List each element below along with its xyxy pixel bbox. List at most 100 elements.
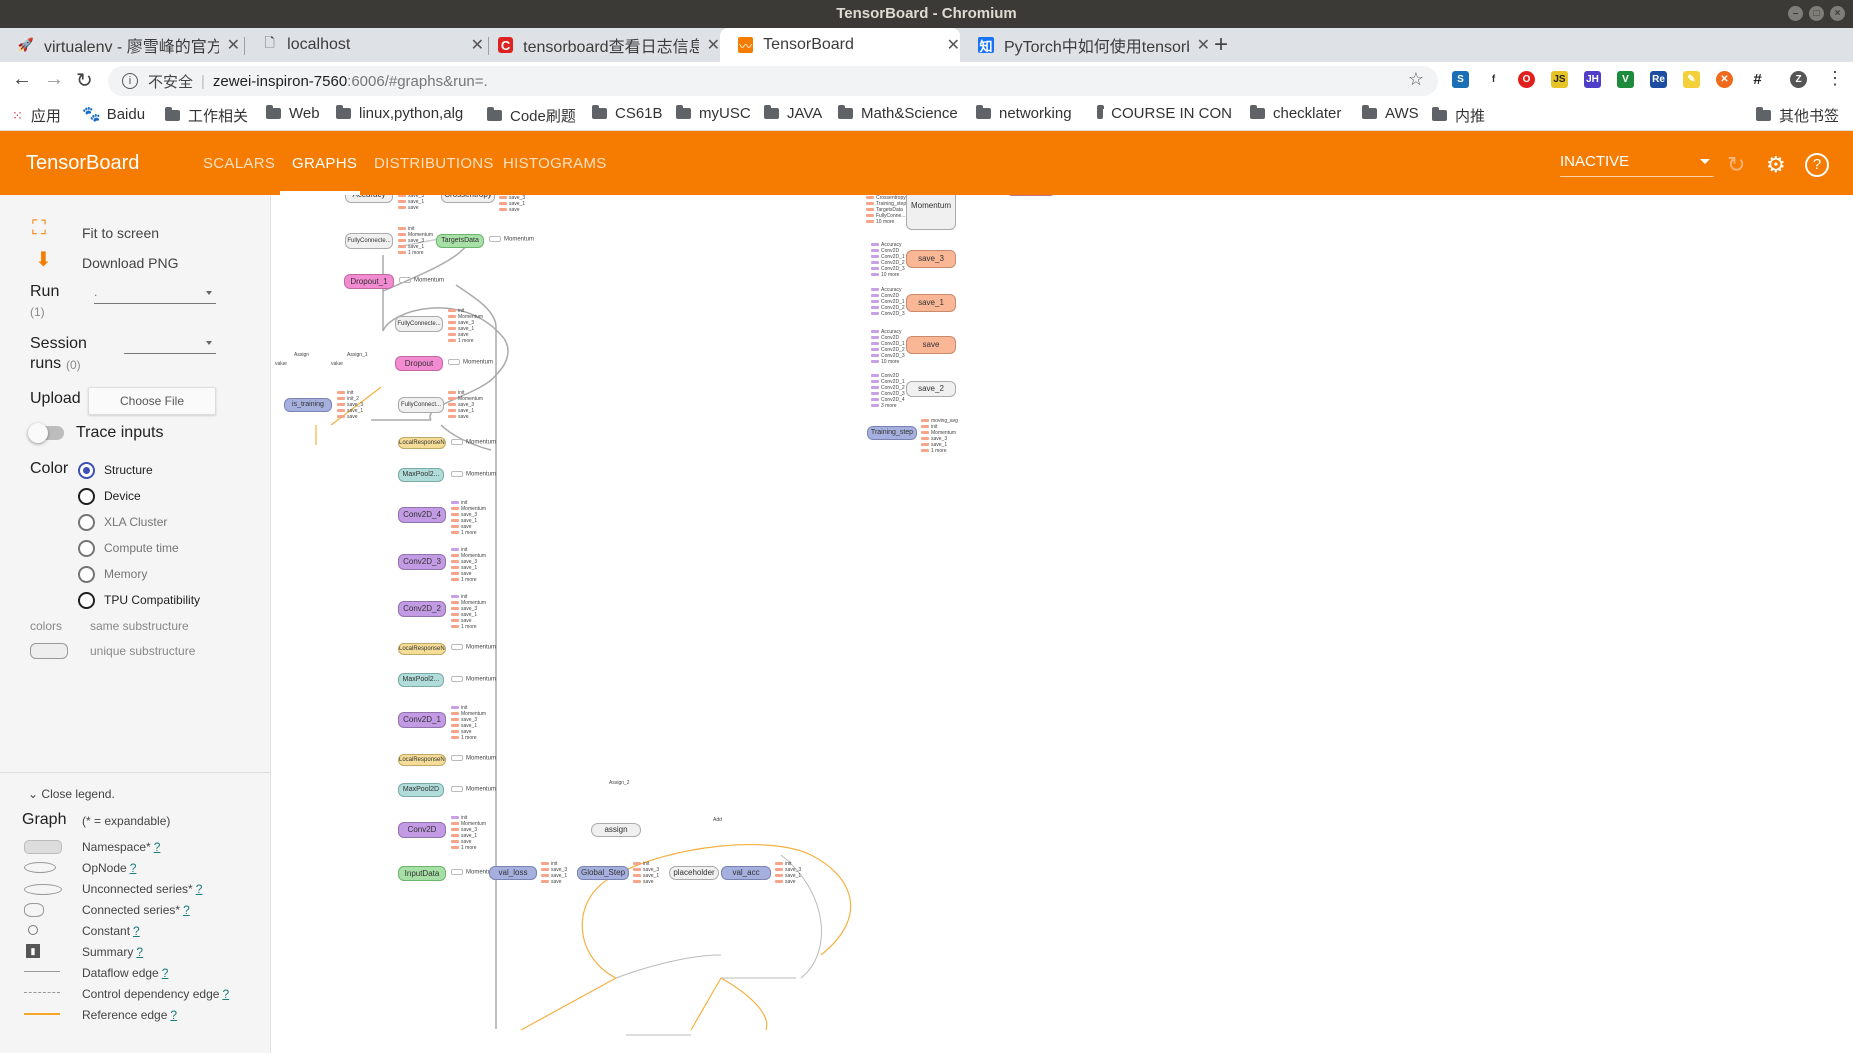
graph-node-conv4[interactable]: Conv2D_4	[398, 507, 446, 523]
graph-node-val-acc[interactable]: val_acc	[721, 866, 771, 880]
download-png-button[interactable]: Download PNG	[82, 255, 179, 271]
extension-icon[interactable]: S	[1452, 71, 1469, 88]
color-device-radio[interactable]	[78, 488, 95, 505]
legend-help-link[interactable]: ?	[170, 1008, 178, 1022]
choose-file-button[interactable]: Choose File	[88, 387, 216, 415]
graph-node-fc-bot[interactable]: FullyConnect...	[398, 397, 444, 413]
run-select[interactable]: .	[94, 285, 216, 304]
color-structure-radio[interactable]	[78, 462, 95, 479]
graph-node-save[interactable]: save	[906, 336, 956, 354]
graph-node-fc-mid[interactable]: FullyConnecte...	[395, 316, 443, 332]
new-tab-icon[interactable]: +	[1214, 31, 1229, 58]
bookmark-folder[interactable]: checklater	[1250, 105, 1341, 122]
reload-icon[interactable]: ↻	[76, 70, 93, 92]
pen-icon[interactable]: ✎	[1683, 71, 1700, 88]
bookmark-item[interactable]: 🐾 Baidu	[82, 105, 145, 124]
bookmark-folder[interactable]: 工作相关	[165, 105, 248, 126]
close-tab-icon[interactable]: ✕	[470, 37, 484, 54]
graph-node-input[interactable]: InputData	[398, 866, 446, 881]
v-icon[interactable]: V	[1617, 71, 1634, 88]
jh-icon[interactable]: JH	[1584, 71, 1601, 88]
reload-icon[interactable]: ↻	[1727, 152, 1746, 177]
grid-icon[interactable]: #	[1749, 71, 1766, 88]
graph-node-lrn[interactable]: LocalResponseN...	[398, 643, 446, 655]
gear-icon[interactable]: ⚙	[1766, 152, 1786, 177]
legend-help-link[interactable]: ?	[161, 966, 169, 980]
session-select[interactable]	[124, 335, 216, 354]
download-icon[interactable]: ⬇	[35, 249, 52, 271]
fit-to-screen-button[interactable]: Fit to screen	[82, 225, 160, 241]
graph-node-lrn[interactable]: LocalResponseN...	[398, 437, 446, 449]
block-icon[interactable]: ✕	[1716, 71, 1733, 88]
close-window-icon[interactable]: ×	[1830, 6, 1845, 21]
graph-node-crossentropy[interactable]: Crossentropy	[441, 195, 495, 203]
tab-scalars[interactable]: SCALARS	[203, 155, 276, 172]
graph-node-placeholder[interactable]: placeholder	[669, 866, 719, 880]
bookmark-star-icon[interactable]: ☆	[1407, 69, 1424, 89]
graph-node-value[interactable]: value	[275, 361, 287, 367]
graph-node-save2[interactable]: save_2	[906, 381, 956, 397]
graph-node-targets[interactable]: TargetsData	[436, 234, 484, 248]
address-bar[interactable]: i 不安全 | zewei-inspiron-7560:6006/#graphs…	[108, 66, 1438, 96]
graph-node-accuracy[interactable]: Accuracy	[345, 195, 393, 203]
graph-node-maxpool[interactable]: MaxPool2...	[398, 673, 444, 687]
graph-node-conv0[interactable]: Conv2D	[398, 822, 446, 838]
extension-icon[interactable]: f	[1485, 71, 1502, 88]
tab-histograms[interactable]: HISTOGRAMS	[503, 155, 607, 172]
graph-node-save1[interactable]: save_1	[906, 294, 956, 312]
legend-help-link[interactable]: ?	[136, 945, 144, 959]
maximize-icon[interactable]: □	[1809, 6, 1824, 21]
graph-node-momentum[interactable]: Momentum	[906, 195, 956, 230]
close-legend-button[interactable]: ⌄ Close legend.	[28, 787, 115, 801]
graph-node-conv1[interactable]: Conv2D_1	[398, 712, 446, 728]
graph-node-assign1[interactable]: Assign_1	[347, 352, 368, 358]
graph-node-moving-avg[interactable]: moving_avg	[1006, 195, 1056, 196]
trace-inputs-toggle[interactable]	[28, 423, 64, 443]
graph-node-save3[interactable]: save_3	[906, 250, 956, 268]
bookmark-folder[interactable]: networking	[976, 105, 1072, 122]
bookmark-folder[interactable]: JAVA	[764, 105, 822, 122]
tab-graphs[interactable]: GRAPHS	[292, 155, 358, 172]
legend-help-link[interactable]: ?	[129, 861, 137, 875]
graph-node-lrn[interactable]: LocalResponseN...	[398, 754, 446, 766]
graph-node-maxpool[interactable]: MaxPool2D	[398, 783, 444, 797]
graph-node-value[interactable]: value	[331, 361, 343, 367]
info-icon[interactable]: i	[122, 73, 138, 89]
legend-help-link[interactable]: ?	[183, 903, 190, 917]
bookmark-folder[interactable]: linux,python,alg	[336, 105, 463, 122]
profile-avatar[interactable]: Z	[1790, 71, 1807, 88]
color-tpu-radio[interactable]	[78, 592, 95, 609]
graph-node-dropout[interactable]: Dropout	[395, 356, 443, 371]
bookmark-folder[interactable]: CS61B	[592, 105, 663, 122]
graph-node-assign2[interactable]: Assign_2	[609, 780, 630, 786]
legend-help-link[interactable]: ?	[153, 840, 161, 854]
color-compute-radio[interactable]	[78, 540, 95, 557]
browser-tab[interactable]: 知 PyTorch中如何使用tensorboard ✕	[960, 28, 1210, 62]
graph-node-maxpool[interactable]: MaxPool2...	[398, 468, 444, 482]
menu-dots-icon[interactable]: ⋮	[1826, 68, 1844, 88]
back-icon[interactable]: ←	[12, 68, 32, 90]
browser-tab[interactable]: 🚀 virtualenv - 廖雪峰的官方网站 ✕	[0, 28, 240, 62]
bookmark-folder[interactable]: Math&Science	[838, 105, 958, 122]
bookmark-folder[interactable]: AWS	[1362, 105, 1419, 122]
graph-node-assign[interactable]: Assign	[294, 352, 310, 358]
browser-tab-active[interactable]: 〰 TensorBoard ✕	[720, 28, 960, 62]
close-tab-icon[interactable]: ✕	[706, 37, 720, 54]
tab-distributions[interactable]: DISTRIBUTIONS	[374, 155, 494, 172]
graph-node-training-step[interactable]: Training_step	[867, 426, 917, 440]
bookmark-folder[interactable]: 内推	[1432, 105, 1485, 126]
browser-tab[interactable]: 🗋 localhost ✕	[244, 28, 484, 62]
legend-help-link[interactable]: ?	[133, 924, 140, 938]
minimize-icon[interactable]: –	[1788, 6, 1803, 21]
graph-node-conv2[interactable]: Conv2D_2	[398, 601, 446, 617]
graph-node-dropout1[interactable]: Dropout_1	[344, 274, 394, 289]
color-xla-radio[interactable]	[78, 514, 95, 531]
plugin-select[interactable]: INACTIVE	[1560, 153, 1714, 177]
close-tab-icon[interactable]: ✕	[226, 37, 240, 54]
forward-icon[interactable]: →	[44, 68, 64, 90]
bookmark-folder[interactable]: Web	[266, 105, 320, 122]
graph-canvas[interactable]: Accuracy Crossentropy moving_avginitsave…	[271, 195, 1853, 1053]
graph-node-assign[interactable]: assign	[591, 823, 641, 837]
opera-icon[interactable]: O	[1518, 71, 1535, 88]
fit-screen-icon[interactable]: ⛶	[32, 217, 46, 239]
